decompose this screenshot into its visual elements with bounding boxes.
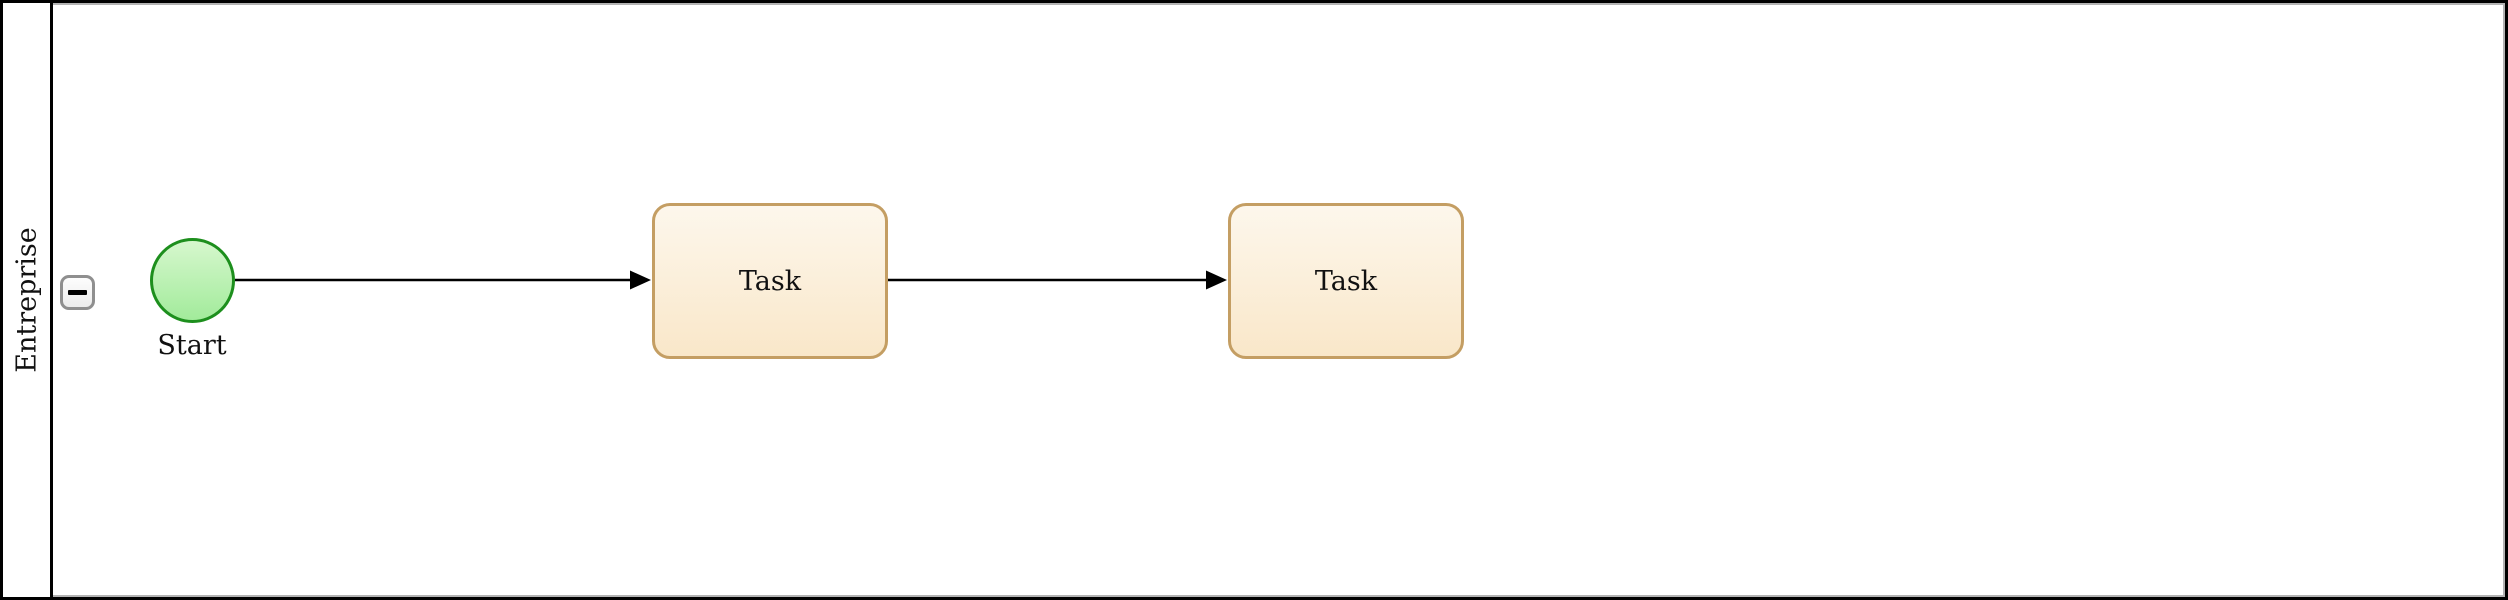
minus-icon: [68, 290, 87, 295]
task-2[interactable]: Task: [1228, 203, 1464, 359]
sequence-flow-1: [235, 270, 651, 290]
task-2-label: Task: [1314, 265, 1378, 297]
pool-divider: [50, 3, 53, 597]
collapse-pool-button[interactable]: [60, 275, 95, 310]
sequence-flow-2: [888, 270, 1227, 290]
arrowhead-icon: [630, 270, 651, 290]
arrowhead-icon: [1206, 270, 1227, 290]
start-event[interactable]: [150, 238, 235, 323]
start-event-label: Start: [157, 330, 227, 361]
task-1[interactable]: Task: [652, 203, 888, 359]
pool-label-strip[interactable]: Entreprise: [3, 3, 50, 597]
task-1-label: Task: [738, 265, 802, 297]
